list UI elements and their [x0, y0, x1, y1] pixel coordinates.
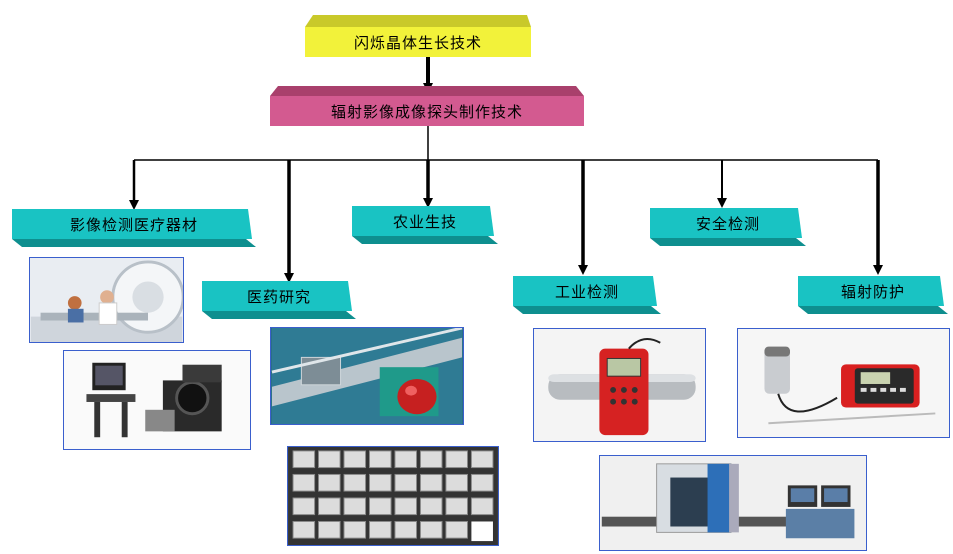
branch-label-1: 影像检测医疗器材	[69, 215, 198, 234]
lab-equipment-photo	[270, 327, 464, 425]
dosimeter-photo	[737, 328, 950, 438]
branch-box-1: 影像检测医疗器材	[12, 207, 256, 247]
top-box: 闪烁晶体生长技术	[305, 15, 531, 57]
branch-box-4: 工业检测	[513, 274, 661, 314]
branch-box-6: 辐射防护	[798, 274, 948, 314]
branch-label-2: 医药研究	[246, 287, 311, 306]
ct-scanner-photo	[29, 257, 184, 343]
xray-baggage-scanner-photo	[599, 455, 867, 551]
branch-label-6: 辐射防护	[840, 282, 905, 301]
branch-box-2: 医药研究	[202, 279, 356, 319]
second-box: 辐射影像成像探头制作技术	[270, 86, 584, 126]
second-box-label: 辐射影像成像探头制作技术	[330, 102, 523, 121]
handheld-detector-photo	[533, 328, 706, 442]
xray-image-grid-photo	[287, 446, 499, 546]
imaging-workstation-photo	[63, 350, 251, 450]
top-box-label: 闪烁晶体生长技术	[353, 33, 482, 52]
branch-label-4: 工业检测	[554, 282, 619, 301]
branch-box-3: 农业生技	[352, 204, 498, 244]
branch-label-5: 安全检测	[695, 214, 760, 233]
branch-label-3: 农业生技	[392, 212, 457, 231]
branch-box-5: 安全检测	[650, 206, 806, 246]
